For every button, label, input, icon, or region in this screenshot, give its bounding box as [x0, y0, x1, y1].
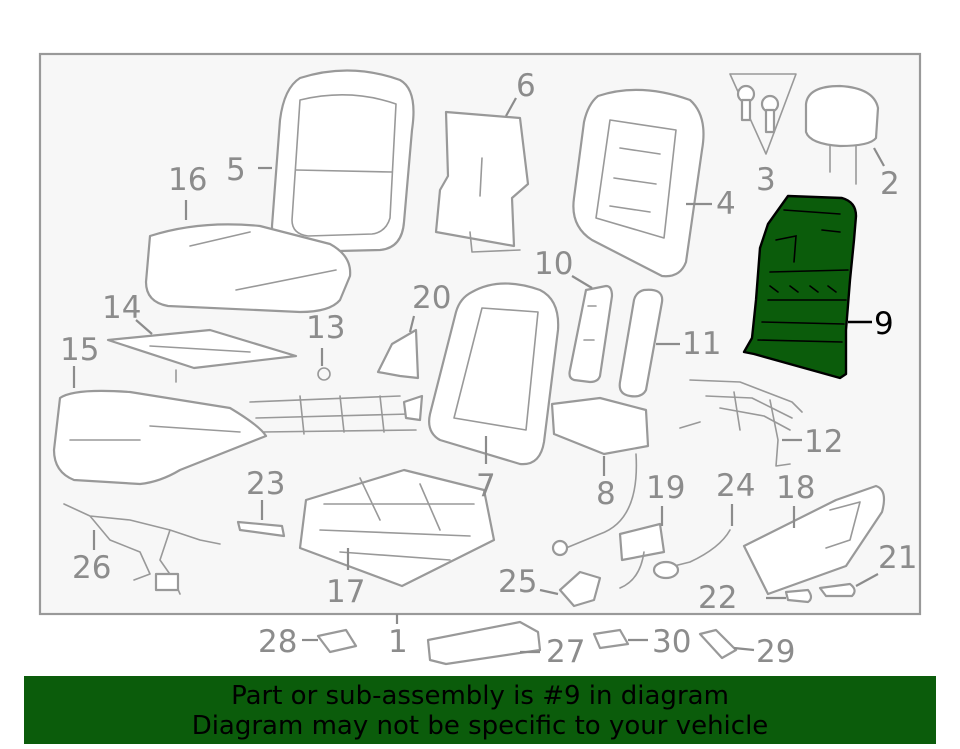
cushion-heater-pad [106, 328, 298, 383]
seat-back-frame-structure [428, 282, 560, 466]
callout-7: 7 [476, 468, 496, 504]
seat-back-frame [572, 88, 705, 278]
seat-switch-knob-b [784, 588, 813, 604]
callout-2: 2 [880, 166, 900, 202]
recliner-cover [376, 328, 424, 422]
trim-clip [316, 628, 358, 654]
callout-28: 28 [258, 624, 297, 660]
back-pad [434, 110, 530, 253]
seat-switch-connector [652, 529, 731, 580]
callout-23: 23 [246, 466, 285, 502]
callout-15: 15 [60, 332, 99, 368]
cushion-springs [249, 367, 417, 435]
seat-switch-knob-a [818, 582, 856, 598]
callout-13: 13 [306, 310, 345, 346]
lumbar-support [679, 379, 803, 467]
callout-27: 27 [546, 634, 585, 670]
callout-3: 3 [756, 162, 776, 198]
headrest-guides [729, 73, 797, 155]
cushion-cover [144, 223, 352, 314]
callout-18: 18 [776, 470, 815, 506]
seat-back-cover [270, 69, 415, 254]
callout-10: 10 [534, 246, 573, 282]
callout-29: 29 [756, 634, 795, 670]
banner-line-disclaimer: Diagram may not be specific to your vehi… [191, 711, 769, 741]
callout-16: 16 [168, 162, 207, 198]
callout-12: 12 [804, 424, 843, 460]
side-trim-inner [568, 284, 614, 384]
callout-25: 25 [498, 564, 537, 600]
callout-20: 20 [412, 280, 451, 316]
callout-22: 22 [698, 580, 737, 616]
callout-19: 19 [646, 470, 685, 506]
callout-11: 11 [682, 326, 721, 362]
headrest [804, 84, 880, 185]
adjuster-trim [236, 520, 286, 538]
banner-line-part-number: Part or sub-assembly is #9 in diagram [231, 681, 729, 711]
callout-8: 8 [596, 476, 616, 512]
callout-1: 1 [388, 624, 408, 660]
recliner-motor [558, 570, 602, 608]
cushion-pad [52, 389, 268, 486]
wiring-harness [63, 503, 221, 595]
rear-trim-panel [426, 620, 542, 666]
callout-21: 21 [878, 540, 917, 576]
callout-4: 4 [716, 186, 736, 222]
power-seat-switch [618, 522, 666, 589]
callout-17: 17 [326, 574, 365, 610]
callout-30: 30 [652, 624, 691, 660]
callout-6: 6 [516, 68, 536, 104]
callout-14: 14 [102, 290, 141, 326]
callout-9-highlighted: 9 [874, 306, 894, 342]
retainer [698, 628, 738, 660]
control-module [550, 396, 650, 557]
side-trim-outer [618, 288, 664, 398]
seat-back-panel-highlighted [742, 194, 858, 380]
info-banner: Part or sub-assembly is #9 in diagram Di… [24, 676, 936, 744]
seat-side-shield [742, 484, 886, 596]
callout-26: 26 [72, 550, 111, 586]
callout-24: 24 [716, 468, 755, 504]
callout-5: 5 [226, 152, 246, 188]
bracket [592, 628, 630, 650]
